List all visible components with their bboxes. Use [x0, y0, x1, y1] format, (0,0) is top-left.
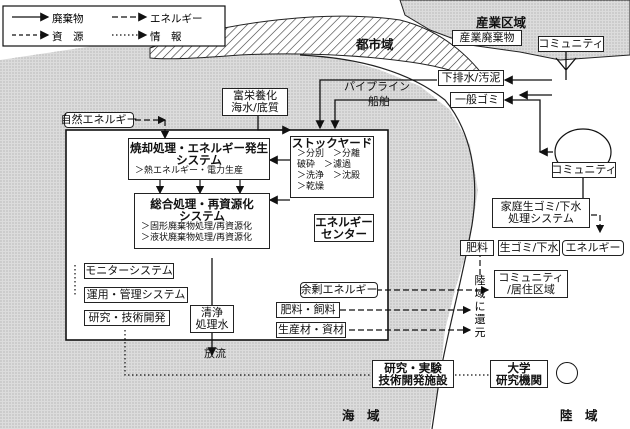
- university-box: 大学 研究機関: [490, 360, 548, 388]
- university-seal-icon: [556, 362, 578, 384]
- industrial-waste-box: 産業廃棄物: [452, 30, 522, 46]
- discharge-label: 放流: [204, 347, 226, 360]
- materials-box: 生産材・資材: [276, 322, 346, 338]
- residence-box: コミュニティ /居住区域: [494, 270, 568, 298]
- coastline: [299, 54, 476, 429]
- zone-sea: 海 域: [342, 408, 380, 423]
- stockyard-item: ＞乾燥: [297, 182, 325, 192]
- monitor-system-box: モニターシステム: [84, 263, 174, 279]
- community-top-box: コミュニティ: [538, 36, 604, 52]
- incineration-system-box: 焼却処理・エネルギー発生 システム ＞熱エネルギー・電力生産: [128, 138, 270, 180]
- stockyard-item: ＞洗浄 ＞沈殿: [297, 171, 361, 181]
- eutrophic-box: 富栄養化 海水/底質: [222, 88, 288, 116]
- legend-info: 情 報: [150, 31, 182, 43]
- return-land-label: 陸域に還元: [474, 274, 486, 339]
- general-waste-box: 一般ゴミ: [450, 92, 504, 108]
- legend-waste: 廃棄物: [52, 13, 84, 25]
- pipeline-label: パイプライン: [344, 80, 410, 93]
- fertilizer-feed-box: 肥料・飼料: [276, 302, 340, 318]
- ship-label: 船舶: [368, 95, 390, 108]
- integrated-system-box: 総合処理・再資源化 システム ＞固形廃棄物処理/再資源化 ＞液状廃棄物処理/再資…: [134, 193, 270, 249]
- raw-garbage-box: 生ゴミ/下水: [498, 240, 560, 256]
- zone-industry: 産業区域: [476, 15, 527, 30]
- legend-frame: [2, 5, 226, 47]
- stockyard-item: ＞分別 ＞分離: [297, 149, 361, 159]
- operation-system-box: 運用・管理システム: [84, 287, 188, 303]
- legend-resource: 資 源: [52, 31, 84, 43]
- zone-land: 陸 域: [560, 408, 598, 423]
- research-box: 研究・技術開発: [84, 310, 170, 326]
- surplus-energy-box: 余剰エネルギー: [300, 282, 378, 298]
- fertilizer-box: 肥料: [460, 240, 494, 256]
- household-system-box: 家庭生ゴミ/下水 処理システム: [492, 198, 590, 228]
- community-mid-box: コミュニティ: [551, 162, 617, 178]
- legend-energy: エネルギー: [150, 13, 203, 25]
- land-energy-box: エネルギー: [562, 240, 624, 256]
- research-facility-box: 研究・実験 技術開発施設: [372, 360, 454, 388]
- natural-energy-box: 自然エネルギー: [60, 112, 138, 128]
- zone-city: 都市域: [356, 37, 394, 52]
- clean-water-box: 清浄 処理水: [190, 305, 234, 333]
- stockyard-box: ストックヤード ＞分別 ＞分離 破砕 ＞濾過 ＞洗浄 ＞沈殿 ＞乾燥: [290, 136, 374, 198]
- stockyard-item: 破砕 ＞濾過: [297, 160, 352, 170]
- energy-center-box: エネルギー センター: [314, 214, 374, 242]
- sewage-box: 下排水/汚泥: [438, 70, 504, 86]
- community-tree-top: [555, 52, 577, 80]
